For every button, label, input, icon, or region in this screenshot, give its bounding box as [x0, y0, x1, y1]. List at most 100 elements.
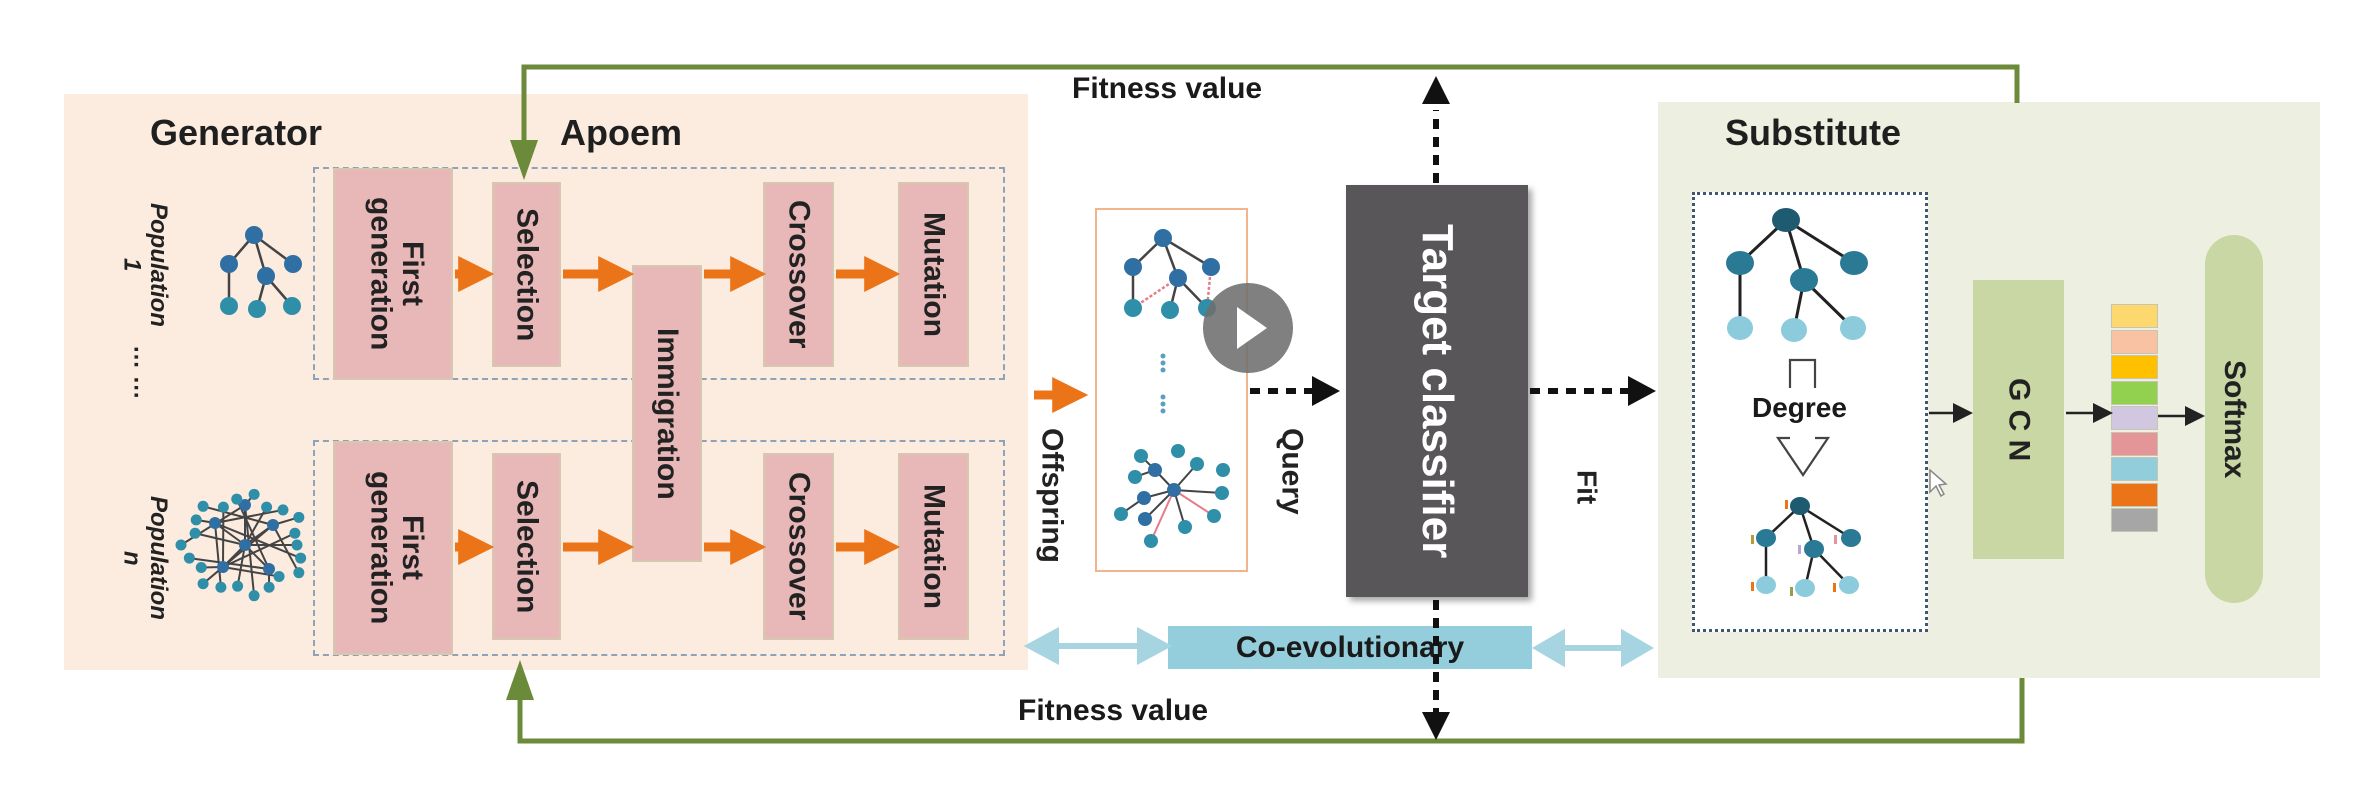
graph-edge [214, 522, 222, 588]
graph-edge [202, 524, 274, 585]
graph-node [217, 501, 229, 513]
flow-arrows [455, 256, 1089, 565]
population-index: n [118, 550, 146, 566]
graph-node [277, 504, 289, 516]
first-generation-label: First generation [364, 197, 430, 351]
graph-node [215, 581, 227, 593]
immigration-block: Immigration [632, 265, 702, 562]
play-icon[interactable] [1203, 283, 1293, 373]
degree-transform-arrow-icon [1775, 358, 1831, 477]
crossover-block-1: Crossover [763, 182, 834, 367]
query-arrowhead [1312, 376, 1340, 406]
top-feedback-line [521, 64, 2020, 150]
softmax-label: Softmax [2217, 359, 2251, 479]
graph-node [189, 527, 201, 539]
population-label-text: Population [144, 203, 172, 327]
feature-cell [2112, 330, 2157, 353]
fitness-value-top-label: Fitness value [1072, 72, 1263, 105]
graph-node [195, 561, 207, 573]
feature-cell [2112, 509, 2157, 531]
feedback-arrowhead-down [510, 140, 538, 180]
graph-node [261, 501, 273, 513]
population-n-label: Population n [118, 488, 171, 628]
mutation-label: Mutation [917, 212, 951, 337]
feature-cell [2112, 458, 2157, 480]
generator-title: Generator [150, 112, 323, 153]
degree-encoded-graph-icon [1751, 497, 1861, 597]
offspring-graph-1-icon [1124, 229, 1220, 319]
feature-vector [2112, 305, 2157, 535]
graph-node [273, 570, 285, 582]
fitness-value-bottom-label: Fitness value [1018, 694, 1209, 727]
graph-node [293, 511, 305, 523]
graph-node [197, 578, 209, 590]
offspring-ellipsis-icon [1160, 353, 1166, 414]
graph-edge [194, 532, 246, 546]
population-1-graph-icon [220, 226, 302, 318]
graph-edge [222, 532, 296, 568]
population-ellipsis: … … [128, 345, 156, 400]
bottom-feedback-line [517, 678, 2025, 744]
first-generation-block-n: First generation [333, 441, 453, 655]
first-generation-block-1: First generation [333, 168, 453, 380]
fit-arrowhead [1628, 376, 1656, 406]
feature-cell [2112, 356, 2157, 378]
mutation-block-n: Mutation [898, 453, 969, 640]
query-label: Query [1275, 428, 1309, 515]
crossover-label: Crossover [782, 472, 816, 621]
selection-label: Selection [510, 479, 544, 614]
graph-edge [214, 522, 246, 546]
query-fit-arrows [1250, 110, 1630, 715]
selection-label: Selection [510, 207, 544, 342]
graph-node [239, 499, 251, 511]
graph-node [217, 561, 229, 573]
immigration-label: Immigration [650, 327, 684, 500]
fit-label: Fit [1571, 470, 1603, 505]
graph-edge [202, 505, 274, 526]
graph-edge [272, 524, 300, 574]
graph-edge [214, 522, 302, 559]
degree-label: Degree [1752, 392, 1847, 423]
first-generation-label: First generation [364, 471, 430, 625]
graph-node [248, 590, 260, 602]
substitute-graph-icon [1726, 208, 1868, 342]
population-index: 1 [118, 258, 146, 272]
population-label-text: Population [144, 496, 172, 620]
coevolutionary-bar: Co-evolutionary [1168, 626, 1532, 669]
graph-node [239, 539, 251, 551]
graph-edge [235, 498, 270, 570]
target-classifier-block: Target classifier [1346, 185, 1528, 597]
graph-node [248, 488, 260, 500]
coevolutionary-arrows [1023, 626, 1654, 668]
fitness-up-arrowhead [1422, 76, 1450, 104]
offspring-graph-2-icon [1114, 444, 1230, 548]
graph-node [263, 563, 275, 575]
mutation-label: Mutation [917, 484, 951, 609]
graph-node [231, 493, 243, 505]
graph-node [267, 519, 279, 531]
graph-node [295, 552, 307, 564]
graph-node [209, 517, 221, 529]
offspring-label: Offspring [1035, 428, 1069, 563]
graph-node [197, 500, 209, 512]
feature-cell [2112, 381, 2157, 404]
feature-cell [2112, 407, 2157, 429]
crossover-block-n: Crossover [763, 453, 834, 640]
feedback-arrowhead-up [506, 660, 534, 700]
feature-cell [2112, 483, 2157, 506]
apoem-title: Apoem [560, 112, 683, 153]
graph-node [232, 580, 244, 592]
population-n-graph-icon [175, 488, 307, 602]
graph-node [289, 527, 301, 539]
gcn-block: G C N [1973, 280, 2064, 559]
selection-block-n: Selection [492, 453, 561, 640]
mouse-cursor-icon [1929, 468, 1948, 498]
graph-node [263, 581, 275, 593]
graph-node [183, 552, 195, 564]
feature-cell [2112, 305, 2157, 327]
substitute-flow-arrows [1929, 403, 2205, 426]
graph-node [293, 567, 305, 579]
target-classifier-label: Target classifier [1413, 223, 1463, 559]
graph-edge [214, 508, 284, 524]
